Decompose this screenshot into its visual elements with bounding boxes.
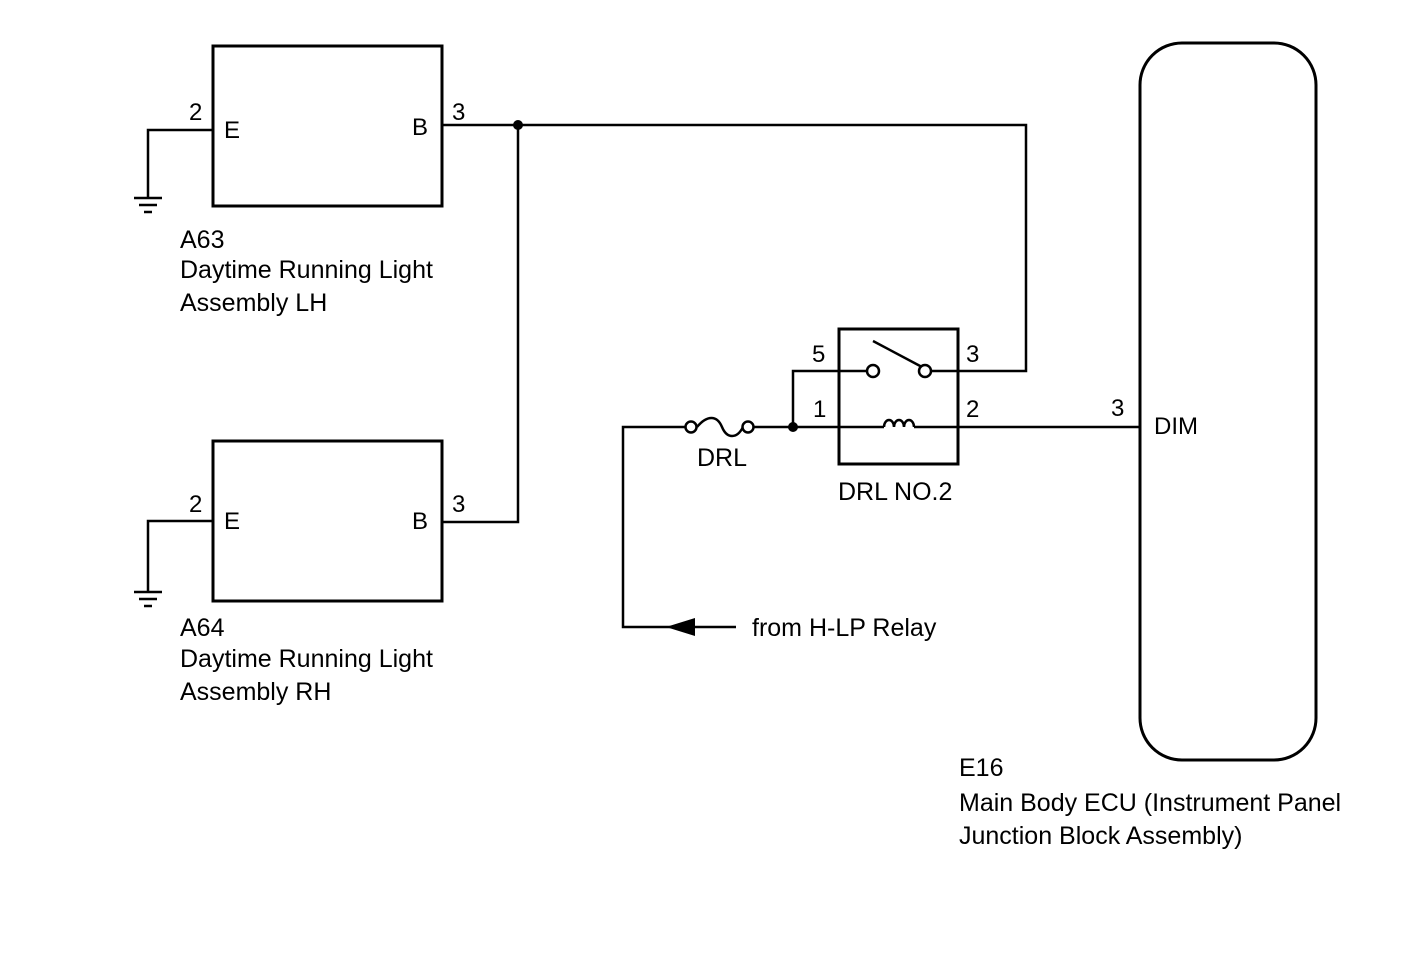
- relay-switch-arm: [872, 339, 923, 369]
- b-terminal-wiring: [442, 120, 1028, 524]
- a63-ground-icon: [134, 128, 213, 214]
- a63-code: A63: [180, 226, 224, 254]
- a64-terminal-b: B: [412, 508, 428, 535]
- ecu-name-line1: Main Body ECU (Instrument Panel: [959, 789, 1341, 817]
- a64-ground-icon: [134, 519, 213, 608]
- relay-pin-5: 5: [812, 341, 825, 368]
- feed-wiring: from H-LP Relay: [621, 369, 937, 642]
- fuse-icon: [696, 416, 745, 438]
- ecu-box: [1138, 41, 1318, 762]
- relay-coil-icon: [882, 418, 916, 428]
- a64-name-line2: Assembly RH: [180, 678, 331, 706]
- a64-assembly: E B 2 3 A64 Daytime Running Light Assemb…: [180, 439, 465, 706]
- ecu-terminal-dim: DIM: [1154, 413, 1198, 440]
- a63-terminal-b: B: [412, 114, 428, 141]
- junction-dot-top: [513, 120, 523, 130]
- a63-assembly: E B 2 3 A63 Daytime Running Light Assemb…: [180, 44, 465, 317]
- ecu-e16: 3 DIM E16 Main Body ECU (Instrument Pane…: [959, 41, 1341, 850]
- a63-pin-e: 2: [189, 99, 202, 126]
- a64-name-line1: Daytime Running Light: [180, 645, 433, 673]
- relay-box: [837, 327, 960, 466]
- relay-pin-1: 1: [813, 396, 826, 423]
- a64-terminal-e: E: [224, 508, 240, 535]
- relay-pin-3: 3: [966, 341, 979, 368]
- ecu-name-line2: Junction Block Assembly): [959, 822, 1242, 850]
- junction-dot-relay: [788, 422, 798, 432]
- a64-code: A64: [180, 614, 225, 642]
- a63-name-line2: Assembly LH: [180, 289, 327, 317]
- source-label: from H-LP Relay: [752, 614, 937, 642]
- a63-box: [211, 44, 444, 208]
- a64-pin-e: 2: [189, 491, 202, 518]
- ecu-code: E16: [959, 754, 1003, 782]
- a64-box: [211, 439, 444, 603]
- fuse-drl: DRL: [684, 416, 755, 472]
- fuse-label: DRL: [697, 444, 747, 472]
- arrow-icon: [666, 618, 695, 636]
- relay-drl-no2: 5 3 1 2 DRL NO.2: [812, 327, 979, 506]
- relay-label: DRL NO.2: [838, 478, 952, 506]
- a63-terminal-e: E: [224, 117, 240, 144]
- a63-name-line1: Daytime Running Light: [180, 256, 433, 284]
- relay-pin-2: 2: [966, 396, 979, 423]
- a63-pin-b: 3: [452, 99, 465, 126]
- ecu-pin: 3: [1111, 395, 1124, 422]
- a64-pin-b: 3: [452, 491, 465, 518]
